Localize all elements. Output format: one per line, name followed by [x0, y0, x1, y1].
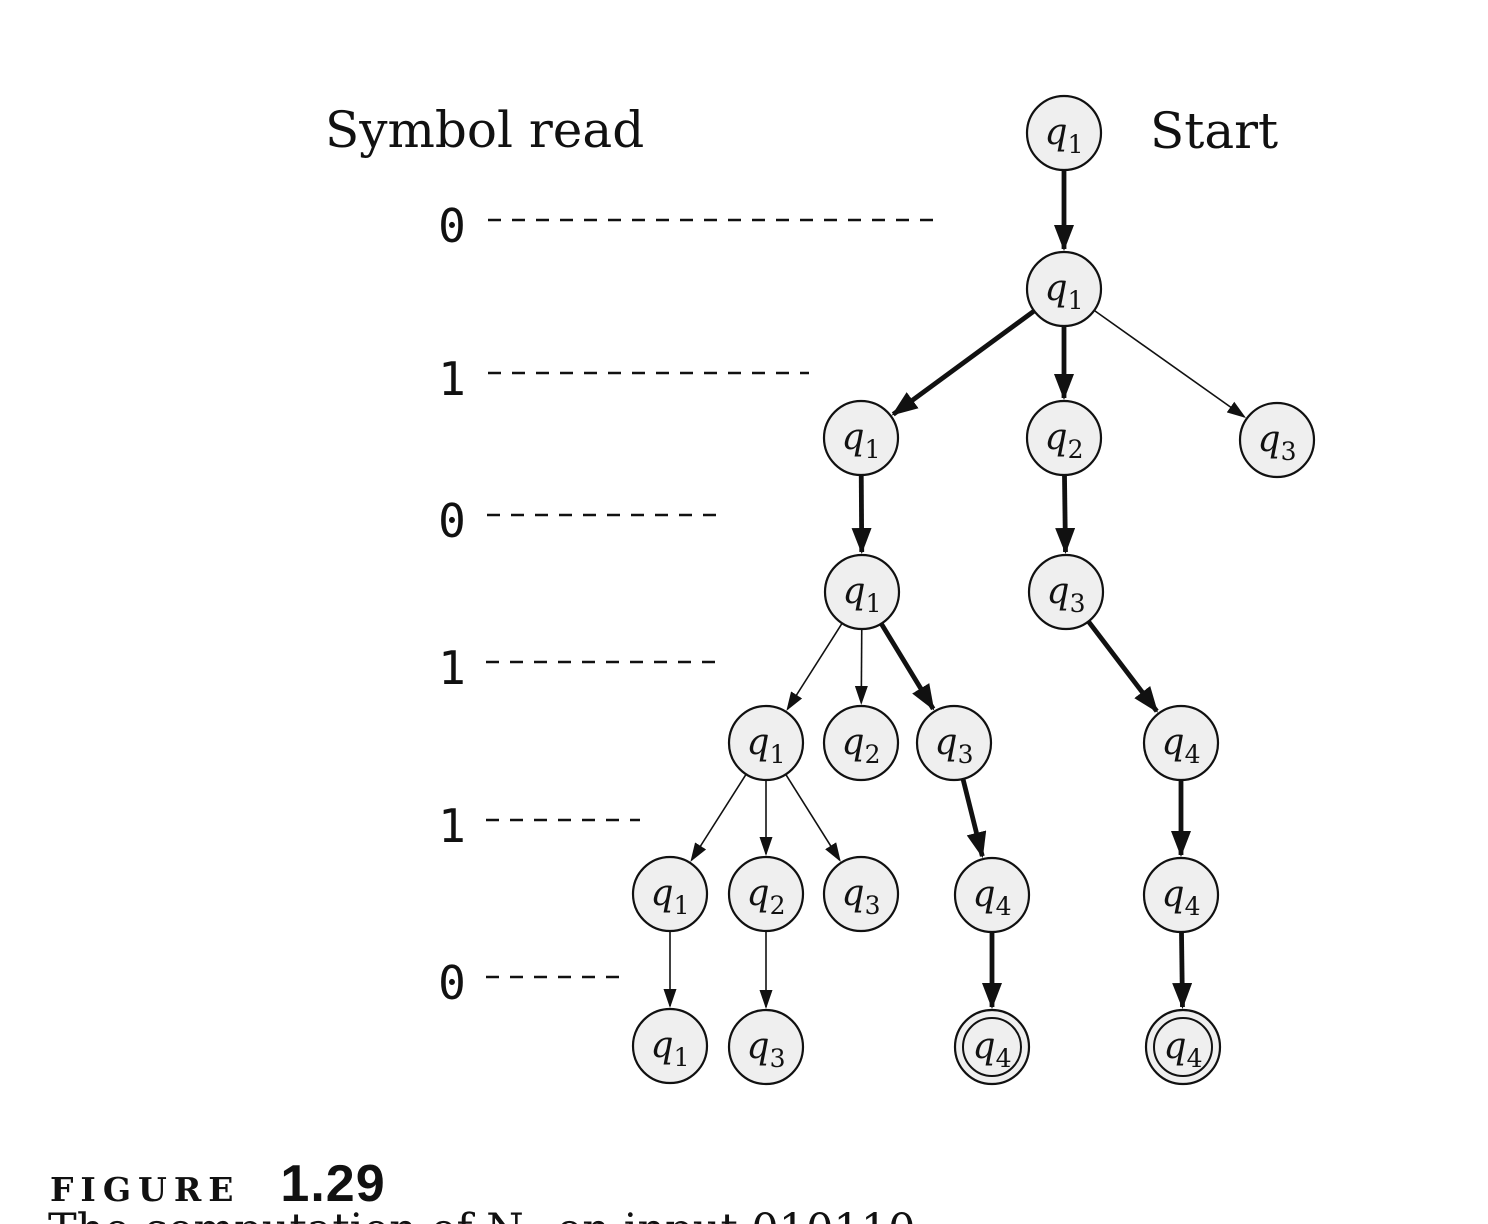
start-label: Start — [1150, 102, 1278, 160]
symbol-row-label: 0 — [438, 956, 466, 1010]
state-node-label: q4 — [973, 874, 1012, 921]
state-node: q3 — [1238, 401, 1316, 479]
transition-edge-bold — [960, 778, 987, 859]
transition-edge — [1093, 309, 1246, 419]
state-node-label: q3 — [1258, 419, 1297, 466]
state-circle — [1142, 704, 1220, 782]
edges-layer — [663, 170, 1246, 1010]
symbol-row-label: 1 — [438, 352, 466, 406]
state-node: q3 — [1027, 553, 1105, 631]
symbol-read-label: Symbol read — [325, 101, 644, 159]
state-node-label: q3 — [935, 722, 974, 769]
state-circle — [1142, 856, 1220, 934]
state-node-label: q1 — [747, 722, 786, 769]
state-node-label: q3 — [1047, 571, 1086, 618]
state-node-label: q2 — [842, 722, 881, 769]
state-node: q2 — [1025, 399, 1103, 477]
state-circle — [1238, 401, 1316, 479]
state-circle — [1025, 250, 1103, 328]
figure-number: 1.29 — [280, 1155, 385, 1213]
state-node-label: q4 — [1164, 1026, 1203, 1073]
state-node: q3 — [822, 855, 900, 933]
state-circle — [1025, 399, 1103, 477]
state-circle — [953, 1008, 1031, 1086]
state-node-accept: q4 — [953, 1008, 1031, 1086]
state-circle — [1027, 553, 1105, 631]
symbol-row-label: 0 — [438, 199, 466, 253]
state-node-label: q4 — [1162, 874, 1201, 921]
state-circle — [727, 704, 805, 782]
state-node-label: q3 — [842, 873, 881, 920]
state-node: q4 — [1142, 704, 1220, 782]
state-node-label: q1 — [1045, 112, 1084, 159]
state-node-label: q3 — [747, 1026, 786, 1073]
state-circle — [1025, 94, 1103, 172]
state-node: q2 — [727, 855, 805, 933]
figure-tag: FIGURE — [50, 1170, 240, 1209]
state-node-label: q2 — [747, 873, 786, 920]
state-node: q1 — [727, 704, 805, 782]
figure-tag-line: FIGURE 1.29 — [50, 1155, 386, 1213]
state-circle — [631, 1007, 709, 1085]
state-node-label: q4 — [973, 1026, 1012, 1073]
state-node-label: q4 — [1162, 722, 1201, 769]
state-circle — [727, 855, 805, 933]
accept-inner-circle — [962, 1017, 1022, 1077]
symbol-row-label: 1 — [438, 641, 466, 695]
transition-edge-bold — [1172, 931, 1193, 1010]
state-node: q1 — [631, 1007, 709, 1085]
state-node: q4 — [1142, 856, 1220, 934]
transition-edge-bold — [879, 622, 936, 711]
state-circle — [915, 704, 993, 782]
state-node: q3 — [727, 1008, 805, 1086]
transition-edge-bold — [851, 474, 872, 555]
state-circle — [822, 855, 900, 933]
state-circle — [727, 1008, 805, 1086]
state-circle — [1144, 1008, 1222, 1086]
state-circle — [631, 855, 709, 933]
state-node-label: q1 — [1045, 268, 1084, 315]
state-circle — [822, 704, 900, 782]
state-node: q3 — [915, 704, 993, 782]
state-circle — [822, 399, 900, 477]
state-node-label: q1 — [651, 1025, 690, 1072]
state-node: q2 — [822, 704, 900, 782]
state-node: q4 — [953, 856, 1031, 934]
state-node-label: q1 — [651, 873, 690, 920]
state-node-label: q1 — [842, 417, 881, 464]
state-circle — [953, 856, 1031, 934]
state-node: q1 — [631, 855, 709, 933]
transition-edge-bold — [1055, 474, 1076, 555]
transition-edge-bold — [1086, 619, 1159, 713]
state-node: q1 — [823, 553, 901, 631]
transition-edge — [785, 773, 841, 862]
state-node: q1 — [822, 399, 900, 477]
state-node: q1 — [1025, 94, 1103, 172]
symbol-rows-layer: 0 1 0 1 1 0 — [438, 199, 939, 1010]
accept-inner-circle — [1153, 1017, 1213, 1077]
nodes-layer: q1 q1 q1 q2 q3 q1 q3 q1 q2 q3 q4 q1 q2 q3 q4 q4 q1 q3 q4 q4 — [631, 94, 1316, 1086]
state-node: q1 — [1025, 250, 1103, 328]
symbol-row-label: 1 — [438, 799, 466, 853]
state-node-label: q1 — [843, 571, 882, 618]
transition-edge-bold — [891, 308, 1036, 417]
state-node-label: q2 — [1045, 417, 1084, 464]
state-circle — [823, 553, 901, 631]
state-node-accept: q4 — [1144, 1008, 1222, 1086]
symbol-row-label: 0 — [438, 494, 466, 548]
transition-edge — [786, 622, 843, 711]
transition-edge — [690, 773, 747, 862]
